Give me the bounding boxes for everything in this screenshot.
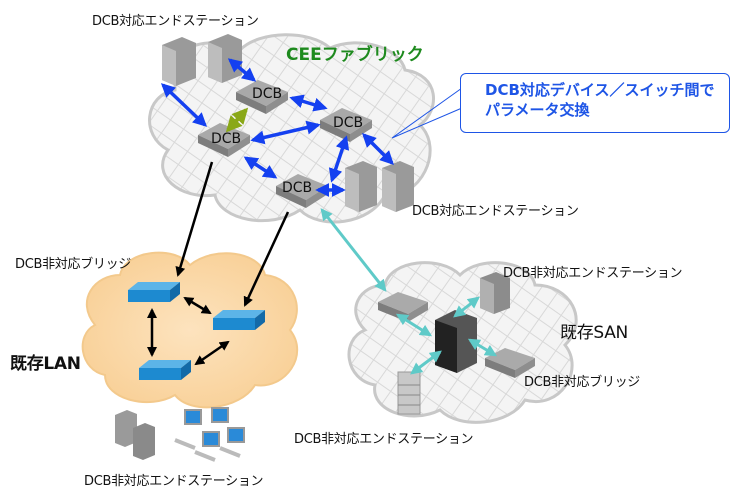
san-link xyxy=(395,313,433,337)
callout-box: DCB対応デバイス／スイッチ間で パラメータ交換 xyxy=(460,73,730,133)
lan-bridge xyxy=(213,310,265,330)
callout-line-2: パラメータ交換 xyxy=(485,101,590,119)
label-san-bridge: DCB非対応ブリッジ xyxy=(524,375,641,390)
dcb-switch-label: DCB xyxy=(333,115,364,131)
callout-pointer xyxy=(391,87,463,139)
label-san-station-top: DCB非対応エンドステーション xyxy=(503,266,683,281)
lan-end-station-servers xyxy=(115,410,155,460)
lan-link xyxy=(175,161,214,277)
lan-bridge xyxy=(128,282,180,302)
dcb-link xyxy=(243,156,278,179)
lan-cloud xyxy=(81,251,299,409)
dcb-end-station-server xyxy=(382,161,414,212)
dcb-link xyxy=(250,120,321,145)
san-end-station-server xyxy=(480,272,510,314)
label-top-dcb-stations: DCB対応エンドステーション xyxy=(92,14,259,29)
lan-bridge xyxy=(139,360,191,380)
dcb-link xyxy=(362,133,394,165)
dcb-link xyxy=(227,58,257,82)
dcb-switch xyxy=(198,123,250,157)
lan-link xyxy=(183,296,212,315)
label-right-dcb-stations: DCB対応エンドステーション xyxy=(412,204,579,219)
dcb-switch xyxy=(236,80,288,114)
callout-line-1: DCB対応デバイス／スイッチ間で xyxy=(485,81,715,99)
dcb-link xyxy=(289,94,328,112)
label-existing-san: 既存SAN xyxy=(560,323,628,343)
dcb-switch-label: DCB xyxy=(252,86,283,102)
san-bridge xyxy=(485,348,535,378)
lan-link xyxy=(194,340,230,366)
dcb-end-station-server xyxy=(208,34,242,83)
label-lan-bridge: DCB非対応ブリッジ xyxy=(15,257,132,272)
cee-fabric-title: CEEファブリック xyxy=(286,45,424,65)
san-link xyxy=(467,338,498,357)
san-link xyxy=(410,350,442,375)
san-storage xyxy=(397,371,421,415)
lan-link xyxy=(243,211,290,307)
san-link xyxy=(320,208,387,292)
dcb-link xyxy=(160,83,208,127)
label-existing-lan: 既存LAN xyxy=(10,354,81,374)
lan-end-station-pcs xyxy=(174,407,245,462)
label-san-station-bottom: DCB非対応エンドステーション xyxy=(294,432,474,447)
san-link xyxy=(453,296,480,318)
dcb-switch-label: DCB xyxy=(282,180,313,196)
dcb-link xyxy=(328,135,350,183)
dcbx-link xyxy=(225,107,249,133)
dcb-end-station-server xyxy=(162,37,196,86)
dcb-end-station-server xyxy=(345,161,377,212)
dcb-switch-label: DCB xyxy=(211,131,242,147)
label-lan-stations: DCB非対応エンドステーション xyxy=(84,474,264,489)
